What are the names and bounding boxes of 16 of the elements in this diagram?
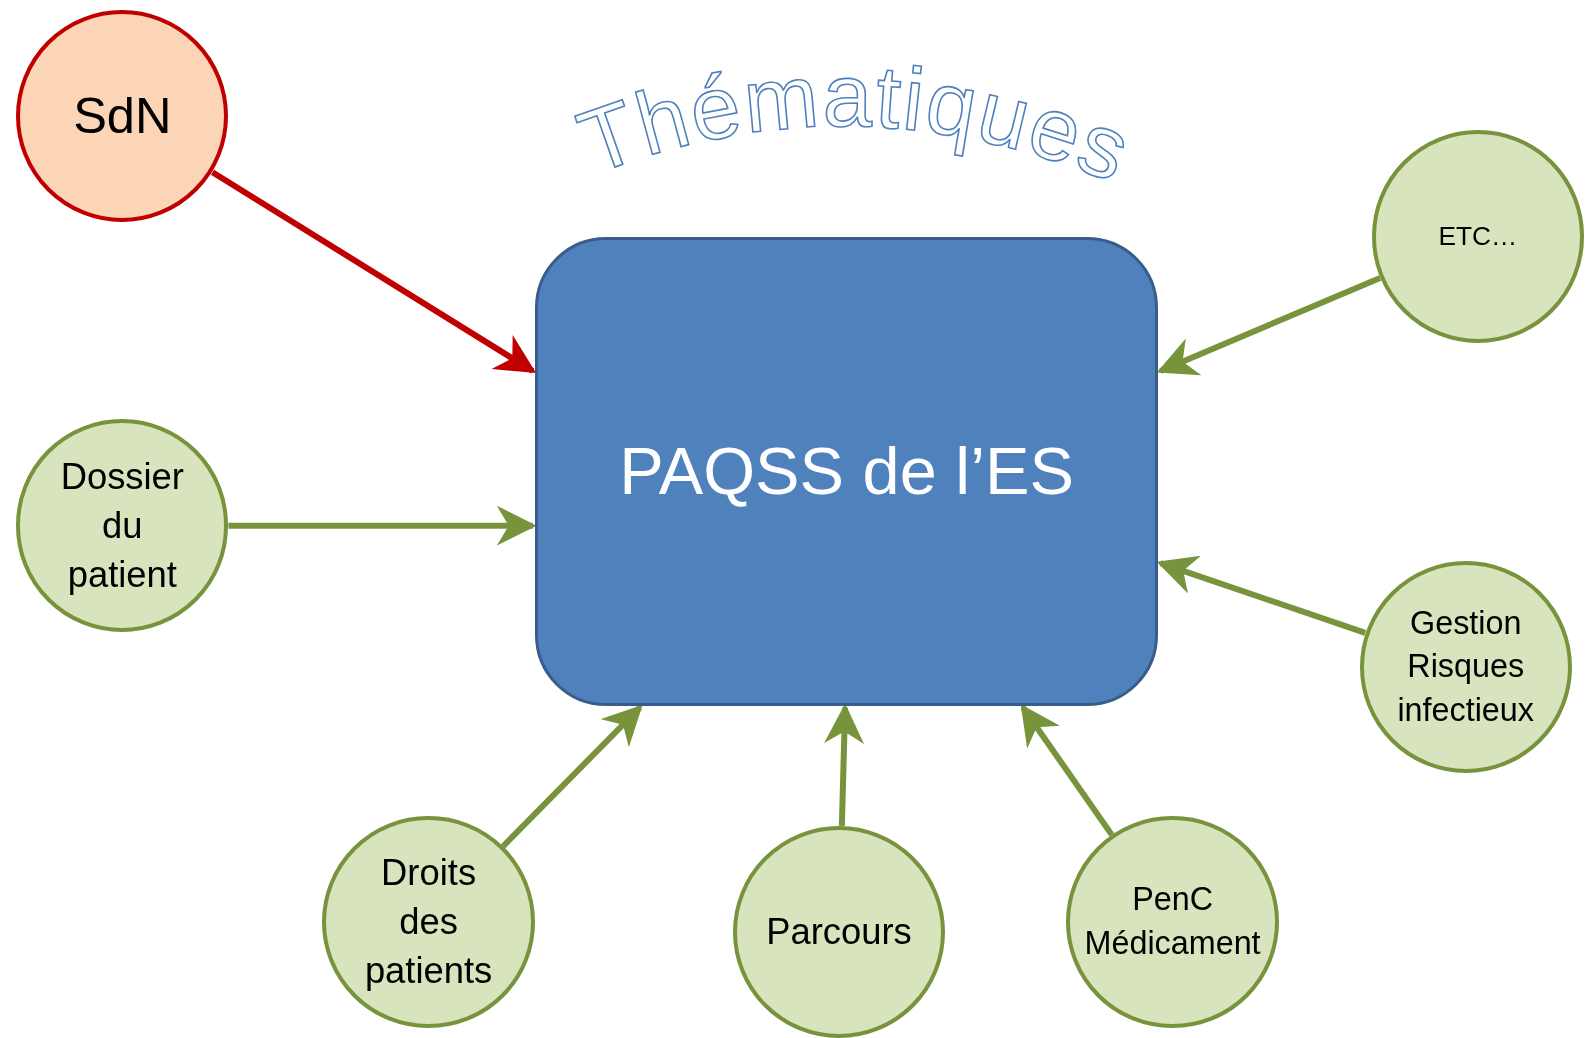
arrow	[1156, 275, 1382, 376]
process-box	[534, 236, 1159, 706]
arrow	[210, 169, 537, 374]
node-label: SdN	[73, 86, 172, 147]
node-label: Droits des patients	[363, 851, 494, 994]
arrow	[500, 704, 643, 849]
node-label: Gestion Risques infectieux	[1396, 603, 1535, 730]
node-label: PenC Médicament	[1083, 880, 1262, 963]
node-label: Dossier du patient	[59, 454, 185, 598]
arrow	[1156, 555, 1367, 636]
title-text: Thématiques	[566, 44, 1145, 202]
arrow	[1020, 704, 1115, 837]
node-label: PAQSS de l’ES	[619, 433, 1074, 510]
arrow	[228, 505, 537, 546]
node-label: ETC…	[1438, 219, 1518, 253]
node-label: Parcours	[766, 910, 912, 955]
